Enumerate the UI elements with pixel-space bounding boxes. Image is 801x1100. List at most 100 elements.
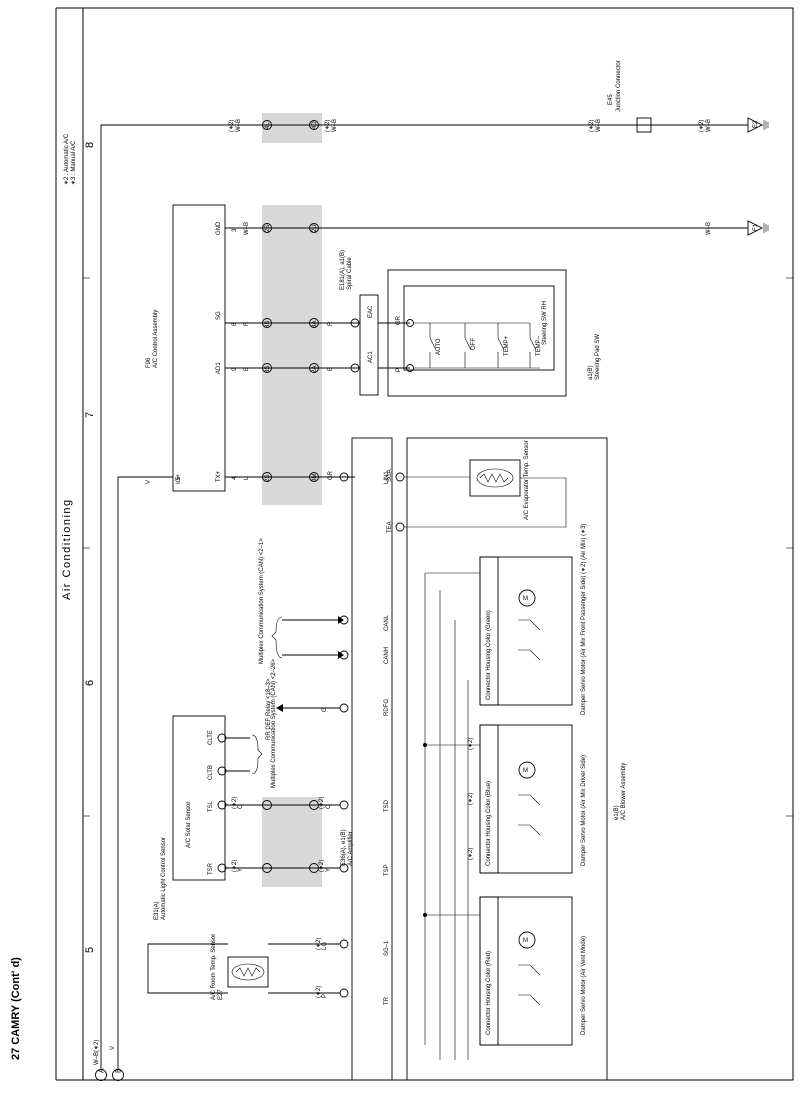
svg-text:CLTB: CLTB <box>208 765 214 780</box>
svg-text:Automatic Light Control Sensor: Automatic Light Control Sensor <box>161 837 167 920</box>
svg-text:(∗2): (∗2) <box>468 793 474 805</box>
room-temp-sensor <box>227 956 269 988</box>
svg-text:CLTE: CLTE <box>208 730 214 745</box>
svg-text:V: V <box>110 1046 116 1050</box>
spiral-cable <box>359 294 379 396</box>
svg-text:GR: GR <box>396 315 402 325</box>
svg-text:M: M <box>523 596 528 602</box>
svg-text:e1(B): e1(B) <box>614 805 620 820</box>
svg-text:A/C Amplifier: A/C Amplifier <box>348 831 354 866</box>
svg-text:LIN1: LIN1 <box>384 471 390 484</box>
terminal-a-label: W–B(∗2) <box>94 1040 100 1065</box>
ground-e2 <box>747 117 764 133</box>
svg-text:B: B <box>328 367 334 371</box>
svg-text:(∗2): (∗2) <box>319 860 325 872</box>
svg-text:a1(B): a1(B) <box>588 365 594 380</box>
blower-assembly <box>406 437 608 1081</box>
svg-text:TSL: TSL <box>208 800 214 812</box>
svg-text:OFF: OFF <box>471 338 477 350</box>
svg-text:RR DEF Relay <18–3>: RR DEF Relay <18–3> <box>266 678 272 740</box>
zone-8: 8 <box>84 142 96 148</box>
svg-text:P: P <box>396 368 402 372</box>
svg-text:3M: 3M <box>312 474 318 482</box>
svg-text:Multiplex Communication System: Multiplex Communication System (CAN) <2–… <box>259 538 265 664</box>
svg-text:2A: 2A <box>312 366 318 373</box>
terminal-a <box>95 1069 107 1081</box>
section-title: Air Conditioning <box>61 498 73 600</box>
diagram-frame <box>82 7 794 1081</box>
svg-text:CANL: CANL <box>384 614 390 631</box>
svg-text:P: P <box>322 994 328 998</box>
svg-text:Damper Servo Motor (Air Mix Fr: Damper Servo Motor (Air Mix Front Passen… <box>581 524 587 715</box>
svg-text:3A: 3A <box>312 321 318 328</box>
svg-text:Damper Servo Motor (Air Mix Dr: Damper Servo Motor (Air Mix Driver Side) <box>581 755 587 866</box>
svg-text:IG+: IG+ <box>176 474 182 484</box>
svg-text:GND: GND <box>216 221 222 235</box>
svg-text:TSR: TSR <box>208 862 214 875</box>
svg-text:E36(A), e1(B): E36(A), e1(B) <box>341 829 347 866</box>
svg-text:B: B <box>244 367 250 371</box>
svg-text:3S: 3S <box>265 366 271 373</box>
note-manual: ∗3 : Manual A/C <box>71 140 77 185</box>
svg-text:R: R <box>328 321 334 326</box>
svg-text:(∗2): (∗2) <box>468 738 474 750</box>
svg-text:TSD: TSD <box>384 799 390 812</box>
svg-text:SG–1: SG–1 <box>384 940 390 956</box>
evaporator-temp-sensor <box>469 459 521 497</box>
svg-text:A/C Evaporator Temp. Sensor: A/C Evaporator Temp. Sensor <box>524 440 530 520</box>
note-automatic: ∗2 : Automatic A/C <box>64 133 70 185</box>
zone-7: 7 <box>84 412 96 418</box>
svg-text:(∗2): (∗2) <box>316 938 322 950</box>
svg-text:9: 9 <box>232 367 238 371</box>
svg-text:O: O <box>326 804 332 809</box>
svg-text:M: M <box>523 938 528 944</box>
svg-text:Connector Housing Color (Blue): Connector Housing Color (Blue) <box>486 781 492 866</box>
svg-text:Spiral Cable: Spiral Cable <box>347 257 353 290</box>
svg-text:3: 3 <box>232 228 238 232</box>
svg-text:E45: E45 <box>608 94 614 105</box>
svg-text:AD1: AD1 <box>216 362 222 374</box>
svg-text:E2: E2 <box>753 120 759 128</box>
svg-text:Connector Housing Color (Green: Connector Housing Color (Green) <box>486 610 492 700</box>
steering-pad-switch <box>387 269 567 397</box>
svg-text:CANH: CANH <box>384 647 390 664</box>
servo-motor-red: M <box>479 896 573 1046</box>
svg-text:SG: SG <box>216 311 222 320</box>
svg-text:F1: F1 <box>753 223 759 231</box>
svg-text:2S: 2S <box>265 475 271 482</box>
svg-text:5: 5 <box>176 476 182 480</box>
svg-text:(∗2): (∗2) <box>316 986 322 998</box>
svg-text:E27: E27 <box>218 989 224 1000</box>
svg-text:A/C Solar Sensor: A/C Solar Sensor <box>186 802 192 848</box>
svg-text:(∗2): (∗2) <box>699 120 705 132</box>
svg-text:TSP: TSP <box>384 864 390 876</box>
svg-text:3S: 3S <box>265 321 271 328</box>
svg-text:(∗2): (∗2) <box>232 860 238 872</box>
svg-text:8: 8 <box>232 322 238 326</box>
svg-text:A/C Blower Assembly: A/C Blower Assembly <box>621 763 627 820</box>
svg-text:W–B: W–B <box>596 119 602 132</box>
svg-text:(∗2): (∗2) <box>325 120 331 132</box>
svg-text:(∗2): (∗2) <box>589 120 595 132</box>
svg-text:E181(A), a1(B): E181(A), a1(B) <box>340 250 346 290</box>
svg-text:W–B: W–B <box>706 119 712 132</box>
svg-text:Damper Servo Motor (Air Vent M: Damper Servo Motor (Air Vent Mode) <box>581 936 587 1035</box>
svg-text:V: V <box>146 480 152 484</box>
svg-text:LG: LG <box>322 942 328 950</box>
svg-text:Connector Housing Color (Red): Connector Housing Color (Red) <box>486 951 492 1035</box>
svg-text:(∗2): (∗2) <box>319 797 325 809</box>
svg-text:TEMP–: TEMP– <box>536 335 542 356</box>
svg-text:A/C Room Temp. Sensor: A/C Room Temp. Sensor <box>211 934 217 1000</box>
svg-text:G: G <box>322 707 328 712</box>
servo-motor-blue: M <box>479 724 573 874</box>
servo-motor-green: M <box>479 556 573 706</box>
svg-text:W–B: W–B <box>244 222 250 235</box>
svg-text:Steering SW RH: Steering SW RH <box>542 301 548 345</box>
svg-text:Multiplex Communication System: Multiplex Communication System (CAN) <2–… <box>271 658 277 788</box>
svg-text:A/C Control Assembly: A/C Control Assembly <box>153 310 159 368</box>
ac-amplifier <box>351 437 393 1081</box>
junction-connector-e45 <box>636 117 652 133</box>
svg-text:SGA: SGA <box>387 469 393 482</box>
